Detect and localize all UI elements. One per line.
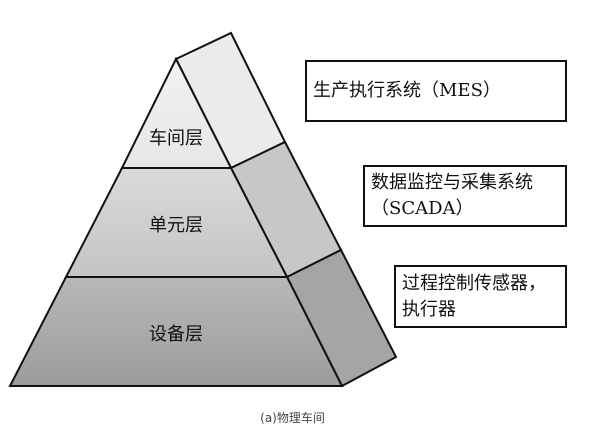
sensor-box-line2: 执行器 — [402, 298, 456, 320]
layer-label-unit: 单元层 — [149, 215, 203, 236]
scada-box-line1: 数据监控与采集系统 — [371, 172, 533, 193]
mes-box: 生产执行系统（MES） — [305, 60, 567, 122]
figure-caption: (a)物理车间 — [260, 411, 325, 425]
scada-box-line2: （SCADA） — [371, 198, 474, 219]
scada-box: 数据监控与采集系统 （SCADA） — [363, 165, 567, 227]
mes-box-text: 生产执行系统（MES） — [313, 80, 501, 101]
layer-label-workshop: 车间层 — [149, 128, 203, 149]
front-layer-bottom — [8, 276, 344, 387]
layer-label-device: 设备层 — [149, 324, 203, 345]
sensor-box: 过程控制传感器， 执行器 — [394, 265, 567, 328]
sensor-box-line1: 过程控制传感器， — [402, 272, 546, 294]
